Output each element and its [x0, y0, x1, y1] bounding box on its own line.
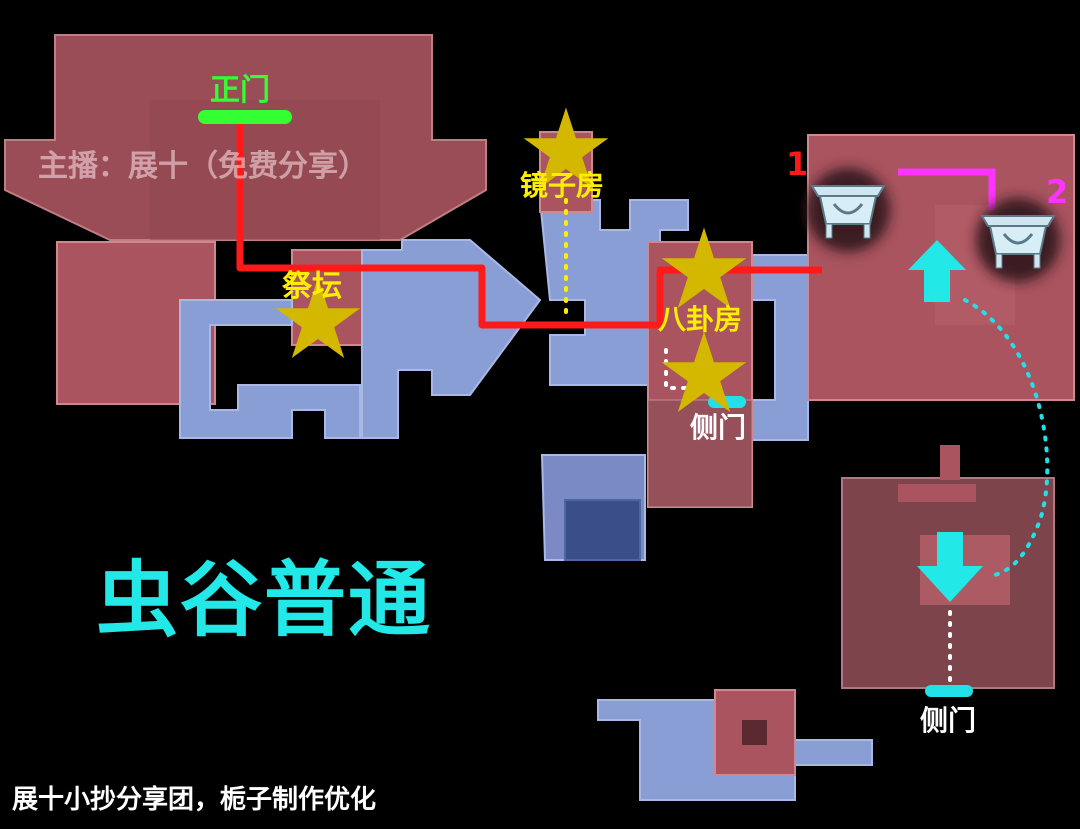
streamer-note: 主播：展十（免费分享） — [38, 149, 368, 184]
boss-route — [898, 168, 996, 210]
altar-label: 祭坛 — [282, 269, 342, 304]
west-corridors — [179, 239, 542, 439]
entrance-hall — [4, 34, 487, 241]
side-door-1-label: 侧门 — [690, 411, 747, 444]
marker-2-label: 2 — [1046, 173, 1069, 211]
teal-dotted-route — [963, 298, 1050, 577]
star-icon — [523, 107, 609, 189]
side-door-2-label: 侧门 — [920, 704, 977, 737]
cauldron-icon — [806, 168, 890, 252]
marker-1-label: 1 — [786, 145, 809, 183]
arrow-up-icon — [908, 240, 966, 302]
main-route — [236, 116, 822, 329]
arrow-down-icon — [917, 532, 983, 602]
map-title: 虫谷普通 — [96, 553, 433, 648]
mirror-room-label: 镜子房 — [520, 169, 605, 202]
main-gate-label: 正门 — [210, 73, 270, 108]
south-room — [597, 689, 873, 801]
cauldron-icon — [976, 198, 1060, 282]
star-icon — [275, 277, 361, 359]
credit-text: 展十小抄分享团，栀子制作优化 — [12, 785, 377, 815]
star-icon — [661, 227, 747, 309]
side-door-2-marker — [925, 685, 973, 697]
star-icon — [661, 331, 747, 413]
main-gate-marker — [198, 110, 292, 124]
bagua-room-label: 八卦房 — [658, 303, 743, 336]
